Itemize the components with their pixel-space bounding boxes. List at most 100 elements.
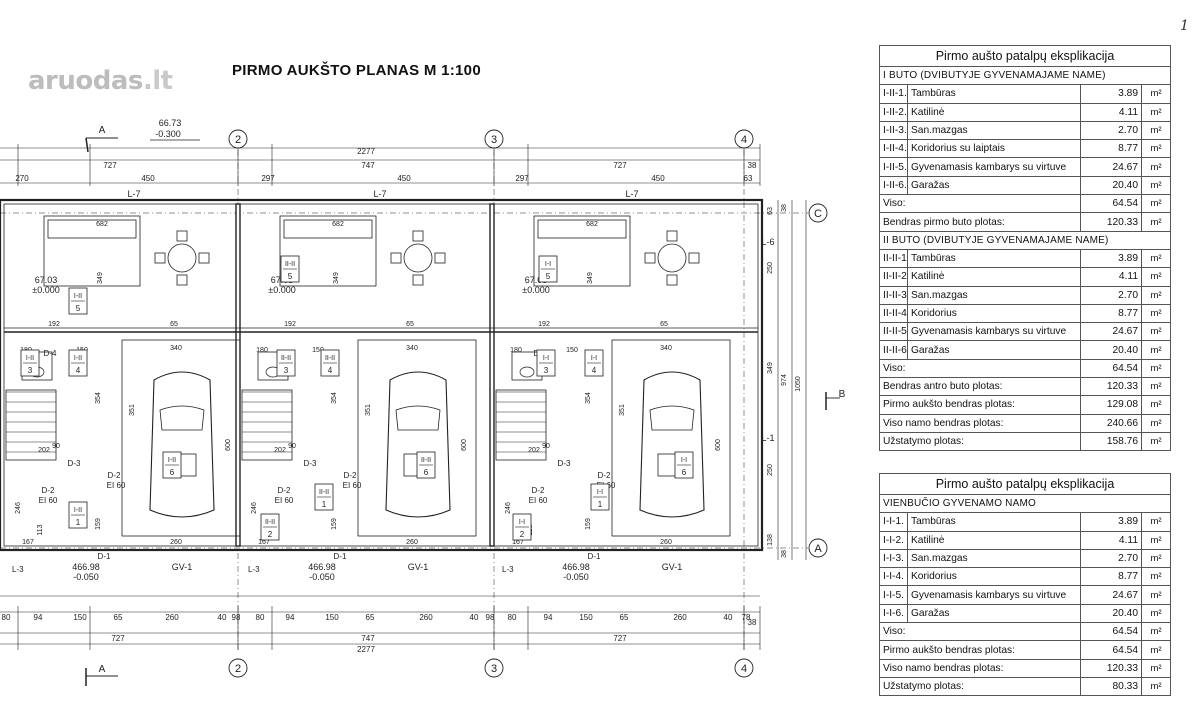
dimension-label: 450 bbox=[141, 174, 155, 183]
room-name: Katilinė bbox=[907, 102, 1081, 122]
dimension-label: 80 bbox=[508, 613, 517, 622]
dimension-label: 450 bbox=[651, 174, 665, 183]
unit: m² bbox=[1141, 102, 1171, 122]
dimension-label: 250 bbox=[767, 464, 774, 476]
room-tag-code: I-II bbox=[26, 355, 34, 362]
dimension-label: 682 bbox=[332, 221, 344, 228]
room-tag-number: 4 bbox=[592, 366, 597, 375]
total-value: 120.33 bbox=[1080, 212, 1142, 232]
room-name: Gyvenamasis kambarys su virtuve bbox=[907, 157, 1081, 177]
axis-bubble bbox=[484, 129, 504, 149]
room-tag-code: II-II bbox=[265, 519, 275, 526]
dimension-label: 167 bbox=[258, 539, 270, 546]
elevation-level: -0.050 bbox=[73, 572, 99, 582]
dimension-label: 180 bbox=[256, 347, 268, 354]
car-windshield bbox=[395, 405, 441, 431]
dimension-label: 113 bbox=[37, 524, 44, 535]
room-area: 20.40 bbox=[1080, 603, 1142, 624]
door-label: D-2 bbox=[344, 471, 357, 480]
chair bbox=[154, 252, 166, 264]
dimension-label: 65 bbox=[660, 321, 668, 328]
unit: m² bbox=[1141, 267, 1171, 287]
unit: m² bbox=[1141, 157, 1171, 177]
room-code: I-I-3. bbox=[879, 548, 908, 569]
door-label: D-1 bbox=[588, 552, 601, 561]
section-heading: I BUTO (DVIBUTYJE GYVENAMAJAME NAME) bbox=[879, 65, 1171, 86]
room-code: I-II-3. bbox=[879, 120, 908, 141]
window-label: L-3 bbox=[248, 565, 260, 574]
room-area: 24.67 bbox=[1080, 322, 1142, 342]
axis-label: 3 bbox=[491, 663, 497, 675]
dimension-label: 65 bbox=[366, 613, 375, 622]
table-title: Pirmo aušto patalpų eksplikacija bbox=[879, 45, 1171, 67]
room-tag-number: 3 bbox=[28, 366, 33, 375]
unit: m² bbox=[1141, 567, 1171, 587]
unit: m² bbox=[1141, 120, 1171, 141]
room-name: Koridorius bbox=[907, 303, 1081, 324]
door-label: D-3 bbox=[558, 459, 571, 468]
kitchen-counter bbox=[43, 215, 141, 287]
elevation-level: 67.03 bbox=[525, 275, 548, 285]
explication-table-single: Pirmo aušto patalpų eksplikacija VIENBUČ… bbox=[879, 473, 1171, 697]
total-label: Užstatymo plotas: bbox=[879, 431, 1081, 452]
aruodas-logo: aruodas.lt bbox=[28, 66, 173, 96]
total-label: Viso: bbox=[879, 622, 1081, 642]
room-name: San.mazgas bbox=[907, 120, 1081, 141]
dimension-label: 180 bbox=[510, 347, 522, 354]
dimension-label: 90 bbox=[52, 443, 60, 450]
room-name: Gyvenamasis kambarys su virtuve bbox=[907, 322, 1081, 342]
axis-bubble bbox=[734, 129, 754, 149]
chair bbox=[666, 274, 678, 286]
dimension-label: 246 bbox=[251, 502, 258, 514]
unit: m² bbox=[1141, 377, 1171, 397]
room-area: 8.77 bbox=[1080, 139, 1142, 159]
sum-label: Viso: bbox=[879, 358, 1081, 379]
dimension-label: 38 bbox=[748, 618, 757, 627]
dimension-label: 600 bbox=[225, 439, 232, 451]
axis-label: 3 bbox=[491, 134, 497, 146]
door-label: D-1 bbox=[98, 552, 111, 561]
section-heading: VIENBUČIO GYVENAMO NAMO bbox=[879, 493, 1171, 514]
room-code: II-II-2 bbox=[879, 267, 908, 287]
plan-title: PIRMO AUKŠTO PLANAS M 1:100 bbox=[232, 62, 481, 79]
countertop bbox=[283, 219, 373, 239]
unit: m² bbox=[1141, 603, 1171, 624]
room-name: Tambūras bbox=[907, 84, 1081, 104]
dimension-label: 260 bbox=[406, 539, 418, 546]
room-code: I-II-2. bbox=[879, 102, 908, 122]
unit: m² bbox=[1141, 395, 1171, 415]
room-tag-number: 4 bbox=[328, 366, 333, 375]
door-label: D-3 bbox=[304, 459, 317, 468]
unit: m² bbox=[1141, 358, 1171, 379]
chair bbox=[412, 274, 424, 286]
axis-label: 2 bbox=[235, 134, 241, 146]
total-label: Viso namo bendras plotas: bbox=[879, 658, 1081, 678]
room-area: 20.40 bbox=[1080, 175, 1142, 196]
axis-bubble bbox=[808, 203, 828, 223]
room-tag-number: 2 bbox=[268, 530, 273, 539]
fire-rating-label: EI 60 bbox=[107, 481, 126, 490]
dimension-label: 349 bbox=[587, 272, 594, 284]
dining-table bbox=[403, 243, 433, 273]
dimension-label: 727 bbox=[613, 634, 627, 643]
dimension-label: 727 bbox=[103, 161, 117, 170]
room-area: 8.77 bbox=[1080, 567, 1142, 587]
elevation-level: 66.73 bbox=[159, 118, 182, 128]
dimension-label: 246 bbox=[15, 502, 22, 514]
dimension-label: 297 bbox=[261, 174, 275, 183]
room-code: II-II-1 bbox=[879, 248, 908, 269]
room-area: 2.70 bbox=[1080, 285, 1142, 305]
dimension-label: 78 bbox=[742, 613, 751, 622]
window-label: L-3 bbox=[502, 565, 514, 574]
car-icon bbox=[639, 371, 705, 518]
dimension-label: 351 bbox=[619, 404, 626, 416]
room-tag-code: II-II bbox=[319, 489, 329, 496]
elevation-level: -0.300 bbox=[155, 129, 181, 139]
door-label: D-2 bbox=[532, 486, 545, 495]
elevation-level: -0.050 bbox=[563, 572, 589, 582]
